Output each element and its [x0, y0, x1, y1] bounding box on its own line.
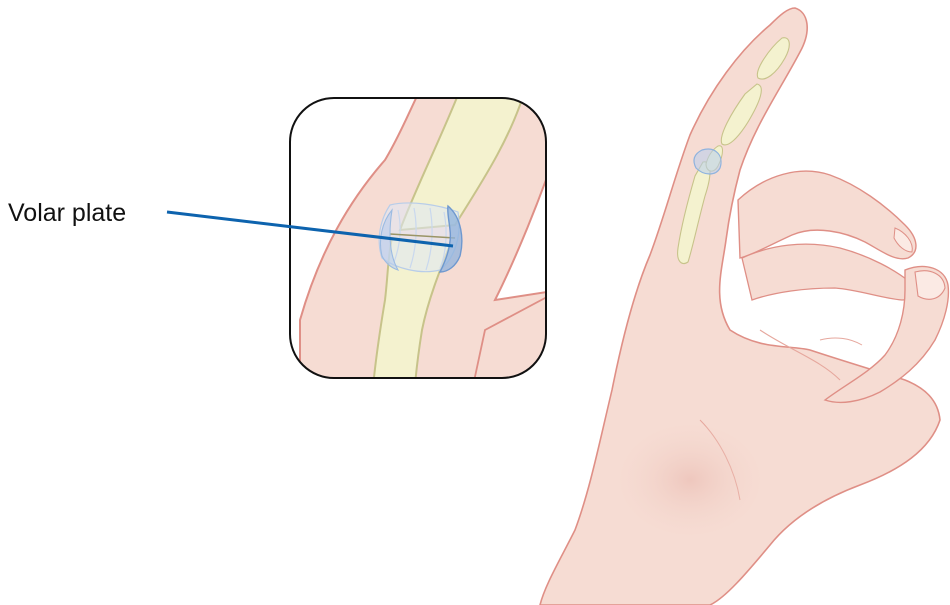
- inset-magnified-joint: [290, 90, 560, 400]
- volar-plate-label: Volar plate: [8, 199, 126, 227]
- volar-plate-small: [694, 149, 721, 174]
- palm-shading: [620, 425, 760, 535]
- knuckle-crease: [820, 338, 862, 345]
- hand-illustration: [540, 8, 948, 605]
